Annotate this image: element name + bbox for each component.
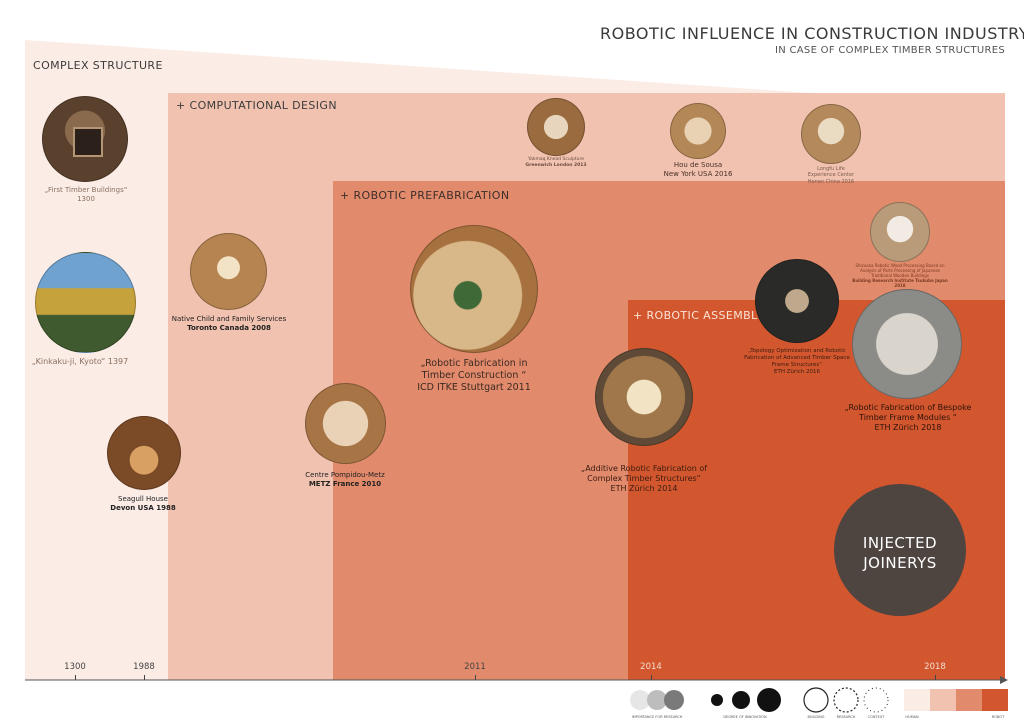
- legend-label-human: HUMAN: [905, 715, 919, 719]
- page-subtitle: IN CASE OF COMPLEX TIMBER STRUCTURES: [775, 45, 1006, 56]
- tick-2018: [935, 675, 936, 680]
- legend-scale-2: [930, 689, 956, 711]
- legend-label-research: RESEARCH: [836, 715, 856, 719]
- year-2014: 2014: [640, 662, 662, 672]
- legend-scale-1: [904, 689, 930, 711]
- photo-first-timber-buildings: [42, 96, 128, 182]
- legend-innovation-small: [711, 694, 723, 706]
- zone-label-complex-structure: COMPLEX STRUCTURE: [33, 59, 163, 72]
- photo-topology-optimization: [755, 259, 839, 343]
- photo-longfu: [801, 104, 861, 164]
- legend-label-robot: ROBOT: [991, 715, 1005, 719]
- caption-icd-itke: „Robotic Fabrication in Timber Construct…: [417, 358, 531, 393]
- legend-innovation-large: [757, 688, 781, 712]
- legend-label-building: BUILDING: [807, 715, 825, 719]
- tick-2014: [651, 675, 652, 680]
- tick-1300: [75, 675, 76, 680]
- year-1988: 1988: [133, 662, 155, 672]
- photo-additive-fabrication: [595, 348, 693, 446]
- photo-kinkaku-ji: [35, 252, 136, 353]
- tick-1988: [144, 675, 145, 680]
- caption-shizuoka: Shizuoka Robotic Wood Processing Based o…: [852, 263, 948, 288]
- year-2011: 2011: [464, 662, 486, 672]
- photo-native-child: [190, 233, 267, 310]
- injected-joinerys-badge: INJECTED JOINERYS: [834, 484, 966, 616]
- photo-icd-itke: [410, 225, 538, 353]
- photo-hou-de-sousa: [670, 103, 726, 159]
- zone-label-robotic-prefabrication: + ROBOTIC PREFABRICATION: [340, 189, 510, 202]
- zone-label-robotic-assembly: + ROBOTIC ASSEMBLY: [633, 309, 764, 322]
- photo-sculpture-london: [527, 98, 585, 156]
- legend-label-importance: IMPORTANCE FOR RESEARCH: [631, 715, 683, 719]
- injected-line2: JOINERYS: [863, 553, 937, 572]
- legend-importance-mid: [647, 690, 667, 710]
- legend-research-circle: [833, 687, 859, 713]
- tick-2011: [475, 675, 476, 680]
- legend: [630, 687, 1008, 713]
- legend-importance-low: [630, 690, 650, 710]
- caption-sculpture: Yakmaq Knead Sculpture Greenwich London …: [525, 157, 587, 168]
- caption-first-timber: „First Timber Buildings“ 1300: [44, 186, 128, 203]
- caption-hou-de-sousa: Hou de Sousa New York USA 2016: [663, 161, 733, 178]
- photo-shizuoka: [870, 202, 930, 262]
- year-1300: 1300: [64, 662, 86, 672]
- legend-scale-3: [956, 689, 982, 711]
- caption-additive: „Additive Robotic Fabrication of Complex…: [580, 464, 708, 493]
- year-2018: 2018: [924, 662, 946, 672]
- legend-importance-high: [664, 690, 684, 710]
- caption-kinkaku-ji: „Kinkaku-ji, Kyoto“ 1397: [31, 357, 129, 366]
- caption-topology: „Topology Optimization and Robotic Fabri…: [744, 348, 850, 375]
- caption-native-child: Native Child and Family Services Toronto…: [171, 315, 287, 332]
- caption-pompidou-metz: Centre Pompidou-Metz METZ France 2010: [305, 471, 385, 488]
- photo-seagull-house: [107, 416, 181, 490]
- legend-building-circle: [803, 687, 829, 713]
- legend-innovation-mid: [732, 691, 750, 709]
- legend-label-context: CONTEXT: [867, 715, 885, 719]
- photo-bespoke-timber: [852, 289, 962, 399]
- injected-line1: INJECTED: [862, 534, 938, 552]
- legend-context-circle: [863, 687, 889, 713]
- caption-seagull-house: Seagull House Devon USA 1988: [110, 495, 176, 512]
- zone-label-computational-design: + COMPUTATIONAL DESIGN: [176, 99, 337, 112]
- legend-label-innovation: DEGREE OF INNOVATION: [723, 715, 767, 719]
- photo-pompidou-metz: [305, 383, 386, 464]
- timeline-arrowhead: [1000, 676, 1008, 684]
- legend-scale-4: [982, 689, 1008, 711]
- caption-longfu: Longfu Life Experience Center Henan Chin…: [807, 166, 855, 185]
- page-title: ROBOTIC INFLUENCE IN CONSTRUCTION INDUST…: [600, 24, 1024, 43]
- caption-bespoke: „Robotic Fabrication of Bespoke Timber F…: [844, 403, 972, 432]
